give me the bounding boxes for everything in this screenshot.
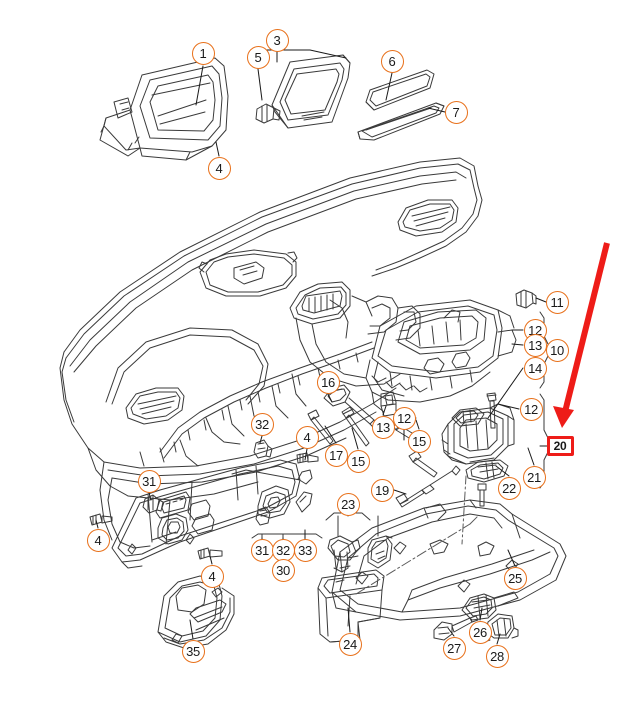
callout-15[interactable]: 15	[346, 449, 370, 473]
part-5-clip	[255, 103, 281, 124]
assembly-axis-line-vertical	[461, 475, 467, 545]
callout-31[interactable]: 31	[250, 538, 274, 562]
part-15-bolt-a	[341, 406, 370, 447]
callout-12[interactable]: 12	[392, 406, 416, 430]
callout-4[interactable]: 4	[207, 156, 231, 180]
callout-28[interactable]: 28	[485, 644, 509, 668]
part-11-bracket-clip	[515, 289, 537, 309]
callout-5[interactable]: 5	[246, 45, 270, 69]
callout-35[interactable]: 35	[181, 639, 205, 663]
part-12-bolt-upper	[486, 392, 497, 429]
part-4-screw-left-lower	[89, 513, 113, 526]
callout-4[interactable]: 4	[295, 425, 319, 449]
red-pointer-arrow	[553, 242, 610, 428]
part-23-bracket-set	[325, 505, 393, 573]
callout-3[interactable]: 3	[265, 28, 289, 52]
callout-24[interactable]: 24	[338, 632, 362, 656]
callout-31[interactable]: 31	[137, 469, 161, 493]
part-4-screw-mid	[296, 452, 319, 464]
part-35-storage-compartment	[157, 575, 235, 649]
callout-1[interactable]: 1	[191, 41, 215, 65]
part-26-latch-mechanism	[461, 591, 519, 621]
callout-21[interactable]: 21	[522, 465, 546, 489]
callout-13[interactable]: 13	[371, 415, 395, 439]
part-17-screw-a	[307, 409, 334, 445]
callout-26[interactable]: 26	[468, 620, 492, 644]
callout-23[interactable]: 23	[336, 492, 360, 516]
callout-19[interactable]: 19	[370, 478, 394, 502]
callout-32[interactable]: 32	[250, 412, 274, 436]
part-32-clip-mid	[253, 439, 273, 459]
part-25-glovebox-lid	[331, 499, 567, 621]
callout-4[interactable]: 4	[200, 564, 224, 588]
callout-7[interactable]: 7	[444, 100, 468, 124]
callout-15[interactable]: 15	[407, 429, 431, 453]
part-3-display-screen	[271, 54, 351, 129]
callout-17[interactable]: 17	[324, 443, 348, 467]
callout-33[interactable]: 33	[293, 538, 317, 562]
part-15-bolt-b	[408, 450, 438, 478]
part-22-screw	[477, 483, 487, 507]
part-13-retainer-nut-b	[255, 506, 271, 526]
callout-30[interactable]: 30	[271, 558, 295, 582]
part-1-air-vent	[99, 57, 229, 161]
callout-13[interactable]: 13	[523, 333, 547, 357]
part-6-trim-strip	[365, 69, 435, 111]
callout-6[interactable]: 6	[380, 49, 404, 73]
callout-4[interactable]: 4	[86, 528, 110, 552]
part-31-clip-left	[142, 494, 164, 514]
part-10-glovebox-housing	[365, 299, 517, 413]
callout-27[interactable]: 27	[442, 636, 466, 660]
callout-22[interactable]: 22	[497, 476, 521, 500]
main-instrument-panel	[59, 157, 483, 549]
part-19-tension-rod	[395, 465, 461, 508]
assembly-axis-line	[355, 515, 479, 595]
callout-16[interactable]: 16	[316, 370, 340, 394]
callout-12[interactable]: 12	[519, 397, 543, 421]
callout-10[interactable]: 10	[545, 338, 569, 362]
part-21-lock-striker	[465, 459, 509, 483]
callout-25[interactable]: 25	[503, 566, 527, 590]
part-14-mounting-clip	[451, 407, 485, 427]
callout-14[interactable]: 14	[523, 356, 547, 380]
part-33-hook	[295, 491, 313, 513]
callout-32[interactable]: 32	[271, 538, 295, 562]
callout-20-highlighted[interactable]: 20	[546, 436, 574, 456]
callout-11[interactable]: 11	[545, 290, 569, 314]
